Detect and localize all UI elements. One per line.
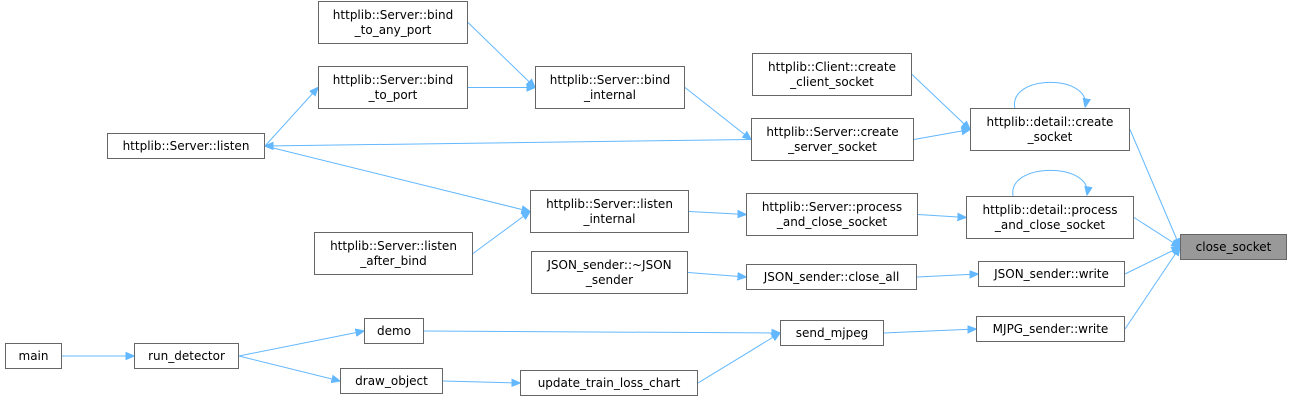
edge-listen-internal-to-server-process [688,212,746,215]
graph-node-label: MJPG_sender::write [992,321,1109,336]
edge-jsw-to-close-socket [1124,247,1180,275]
graph-node-listen[interactable]: httplib::Server::listen [107,133,265,159]
graph-node-label: close_socket [1195,239,1272,254]
edge-bind-any-to-bind-internal [467,22,535,88]
edge-json-dtor-to-close-all [687,273,746,278]
graph-node-close-socket: close_socket [1180,234,1287,260]
edge-server-create-to-create-socket [913,130,970,140]
edge-mjw-to-close-socket [1124,247,1180,330]
graph-node-label: run_detector [148,348,225,363]
graph-node-bind-internal[interactable]: httplib::Server::bind _internal [535,66,685,109]
edge-demo-to-send-mjpeg [423,331,780,333]
graph-node-draw-object[interactable]: draw_object [340,368,443,394]
graph-node-label: httplib::Server::listen [122,138,250,153]
edge-close-all-to-jsw [916,274,978,277]
graph-node-label: main [18,348,49,363]
graph-node-label: JSON_sender::close_all [763,269,900,284]
graph-node-send-mjpeg[interactable]: send_mjpeg [780,320,884,346]
graph-node-label: httplib::Server::bind _to_port [332,72,454,102]
graph-node-label: httplib::detail::process _and_close_sock… [982,202,1118,232]
graph-node-mjw[interactable]: MJPG_sender::write [976,316,1125,342]
edge-server-process-to-detail-process [917,215,966,218]
edge-run-detector-to-demo [238,331,364,357]
graph-node-main[interactable]: main [5,343,62,369]
edge-detail-process-to-close-socket [1133,217,1180,248]
graph-node-create-socket[interactable]: httplib::detail::create _socket [970,108,1130,151]
edge-draw-object-to-update-chart [442,381,520,383]
graph-node-client-create[interactable]: httplib::Client::create _client_socket [752,53,912,96]
edge-create-socket-to-create-socket [1014,81,1085,108]
graph-node-run-detector[interactable]: run_detector [134,343,239,369]
edge-update-chart-to-send-mjpeg [697,333,780,384]
graph-node-bind-any[interactable]: httplib::Server::bind _to_any_port [318,1,468,44]
edge-listen-to-bind-port [264,88,318,147]
graph-node-label: httplib::Client::create _client_socket [768,59,896,89]
graph-node-label: httplib::Server::process _and_close_sock… [761,199,903,229]
graph-node-label: httplib::Server::bind _internal [549,72,671,102]
graph-node-label: httplib::Server::create _server_socket [766,124,899,154]
graph-node-label: draw_object [355,373,428,388]
edge-bind-internal-to-server-create [684,87,751,140]
graph-node-label: JSON_sender::~JSON _sender [547,257,672,287]
edge-server-create-to-listen [265,139,752,147]
graph-node-label: httplib::Server::listen _after_bind [330,238,457,268]
graph-node-label: httplib::detail::create _socket [986,114,1114,144]
edge-listen-after-to-listen-internal [472,212,530,254]
graph-node-label: send_mjpeg [795,325,869,340]
edge-detail-process-to-detail-process [1012,169,1088,196]
graph-node-close-all[interactable]: JSON_sender::close_all [746,264,917,290]
graph-node-label: httplib::Server::listen _internal [546,196,673,226]
graph-node-label: JSON_sender::write [994,266,1109,281]
graph-node-listen-after[interactable]: httplib::Server::listen _after_bind [314,232,473,275]
graph-node-bind-port[interactable]: httplib::Server::bind _to_port [318,66,468,109]
edge-send-mjpeg-to-mjw [883,329,976,333]
graph-node-server-process[interactable]: httplib::Server::process _and_close_sock… [746,193,918,236]
edge-run-detector-to-draw-object [238,355,340,381]
graph-node-demo[interactable]: demo [364,318,424,344]
graph-node-jsw[interactable]: JSON_sender::write [978,261,1125,287]
graph-node-detail-process[interactable]: httplib::detail::process _and_close_sock… [966,196,1134,239]
edge-client-create-to-create-socket [911,74,970,130]
edge-listen-to-listen-internal [264,145,530,212]
graph-node-update-chart[interactable]: update_train_loss_chart [520,370,698,396]
graph-node-listen-internal[interactable]: httplib::Server::listen _internal [530,190,689,233]
graph-node-json-dtor[interactable]: JSON_sender::~JSON _sender [531,251,688,294]
graph-node-label: httplib::Server::bind _to_any_port [332,7,454,37]
graph-node-server-create[interactable]: httplib::Server::create _server_socket [751,118,914,161]
graph-node-label: demo [376,323,412,338]
edge-create-socket-to-close-socket [1129,129,1180,248]
graph-node-label: update_train_loss_chart [537,375,681,390]
